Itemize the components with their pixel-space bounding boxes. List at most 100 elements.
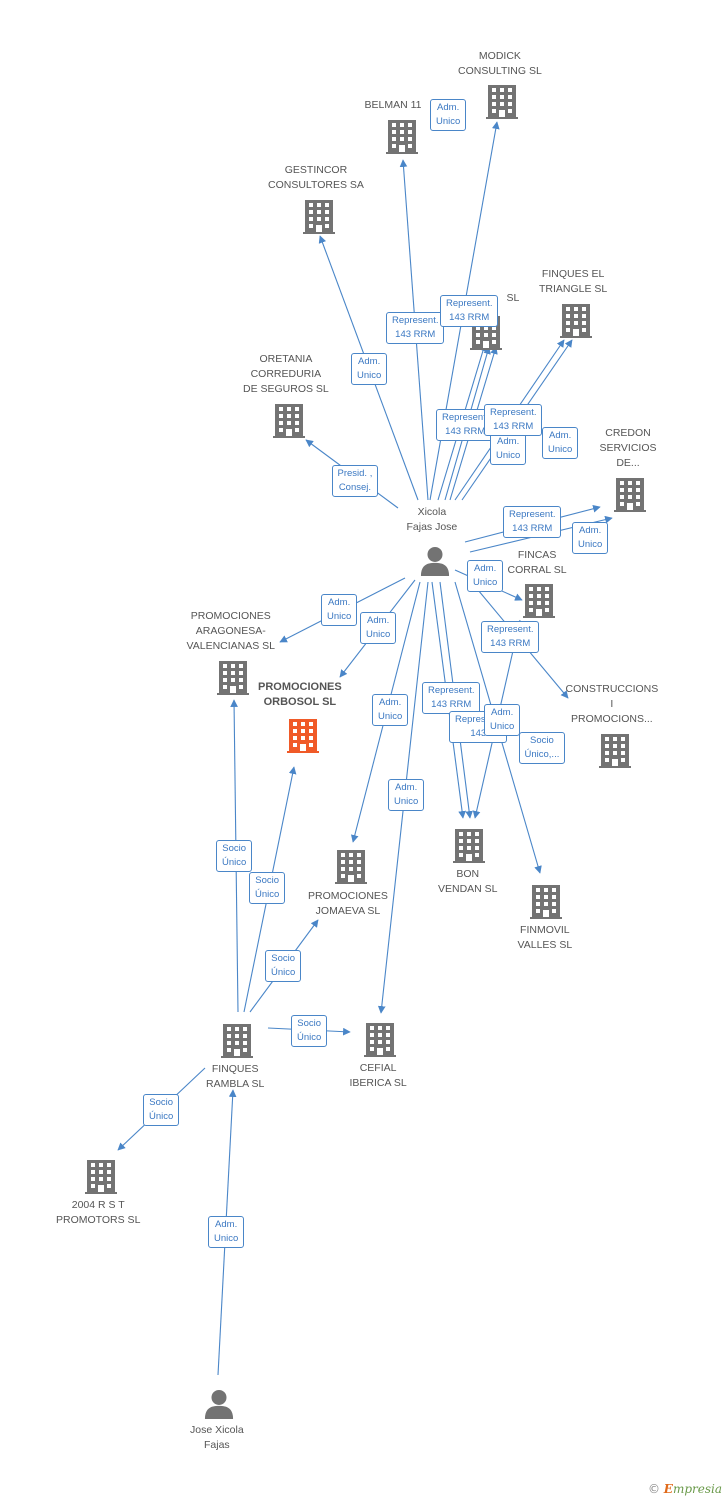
person-icon[interactable] — [204, 1389, 234, 1419]
edge-label-line: Único — [222, 857, 247, 868]
node-label-belman[interactable]: BELMAN 11 — [365, 98, 422, 113]
building-icon[interactable] — [523, 584, 555, 618]
node-label-line: JOMAEVA SL — [315, 905, 381, 917]
edge-label[interactable]: Represent. 143 RRM — [422, 682, 481, 714]
node-label-line: Jose Xicola — [190, 1424, 244, 1436]
edge-label[interactable]: Represent.143 RRM — [481, 621, 540, 653]
building-icon[interactable] — [560, 304, 592, 338]
edge-label[interactable]: Represent.143 RRM — [503, 506, 562, 538]
edge-label-line: Socio — [255, 875, 280, 886]
brand-initial: E — [663, 1482, 673, 1496]
node-label-prom_jomaeva[interactable]: PROMOCIONES JOMAEVA SL — [308, 889, 388, 919]
building-icon[interactable] — [85, 1160, 117, 1194]
empresia-logo: © Empresia — [648, 1482, 722, 1496]
node-label-line: DE SEGUROS SL — [243, 383, 329, 395]
edge-label[interactable]: Represent.143 RRM — [440, 295, 499, 327]
node-label-line: PROMOCIONES — [190, 610, 271, 622]
edge-label-line: Unico — [473, 577, 498, 588]
building-icon[interactable] — [453, 829, 485, 863]
edge-label[interactable]: Adm.Unico — [208, 1216, 245, 1248]
edge-label[interactable]: Represent.143 RRM — [484, 404, 543, 436]
node-label-hidden_sl[interactable]: SL — [507, 291, 520, 306]
edge-label-line: Único — [271, 967, 296, 978]
building-icon[interactable] — [273, 404, 305, 438]
node-label-line: VALLES SL — [517, 939, 573, 951]
edge-label[interactable]: Adm.Unico — [321, 594, 358, 626]
node-label-line: BELMAN 11 — [364, 99, 422, 111]
edge-label[interactable]: Adm. Unico — [484, 704, 521, 736]
building-icon[interactable] — [486, 85, 518, 119]
building-icon[interactable] — [217, 661, 249, 695]
building-icon[interactable] — [335, 850, 367, 884]
edge-label-line: Único — [297, 1032, 322, 1043]
node-label-line: VENDAN SL — [438, 883, 498, 895]
edge-label-line: Unico — [214, 1233, 239, 1244]
edge-label-line: Adm. — [491, 707, 514, 718]
node-label-line: Fajas Jose — [406, 521, 458, 533]
edge-label[interactable]: Adm.Unico — [490, 433, 527, 465]
edge-label-line: Adm. — [367, 615, 390, 626]
edge-label[interactable]: Adm.Unico — [467, 560, 504, 592]
building-icon[interactable] — [614, 478, 646, 512]
node-label-line: Fajas — [204, 1439, 230, 1451]
edge-label[interactable]: Adm.Unico — [430, 99, 467, 131]
edge-label[interactable]: Adm.Unico — [372, 694, 409, 726]
building-icon[interactable] — [530, 885, 562, 919]
building-icon[interactable] — [364, 1023, 396, 1057]
edge-label-line: Socio — [222, 843, 247, 854]
building-icon[interactable] — [599, 734, 631, 768]
edge-label-line: 143 RRM — [431, 699, 472, 710]
building-icon[interactable] — [303, 200, 335, 234]
node-label-line: PROMOCIONES — [308, 890, 388, 902]
edge-label[interactable]: Adm.Unico — [351, 353, 388, 385]
edge-label-line: Socio — [297, 1018, 322, 1029]
edge-label-line: Socio — [530, 735, 554, 746]
edge-label-line: 143 RRM — [493, 421, 534, 432]
node-label-line: CORREDURIA — [250, 368, 322, 380]
building-icon[interactable] — [221, 1024, 253, 1058]
edge-label[interactable]: Adm. Unico — [360, 612, 397, 644]
node-label-line: DE... — [616, 457, 640, 469]
edge-label[interactable]: Represent.143 RRM — [386, 312, 445, 344]
edge-label[interactable]: Adm.Unico — [572, 522, 609, 554]
edge-label-line: Unico — [548, 444, 573, 455]
building-icon[interactable] — [287, 719, 319, 753]
building-icon[interactable] — [386, 120, 418, 154]
edge-label[interactable]: Adm.Unico — [388, 779, 425, 811]
node-label-line: CONSULTORES SA — [268, 179, 364, 191]
edge-label-line: Unico — [490, 721, 515, 732]
edge-label-line: Unico — [366, 629, 391, 640]
edge-label-line: Único — [149, 1111, 174, 1122]
node-label-line: 2004 R S T — [71, 1199, 125, 1211]
edge-label[interactable]: Presid. ,Consej. — [331, 465, 379, 497]
edge-label-line: 143 — [470, 728, 487, 739]
edge-label-line: Unico — [357, 370, 382, 381]
person-icon[interactable] — [420, 546, 450, 576]
edge-label-line: Represent. — [428, 685, 475, 696]
edge-label-line: Adm. — [379, 697, 402, 708]
edge-label[interactable]: Adm.Unico — [542, 427, 579, 459]
copyright-icon: © — [647, 1482, 660, 1496]
